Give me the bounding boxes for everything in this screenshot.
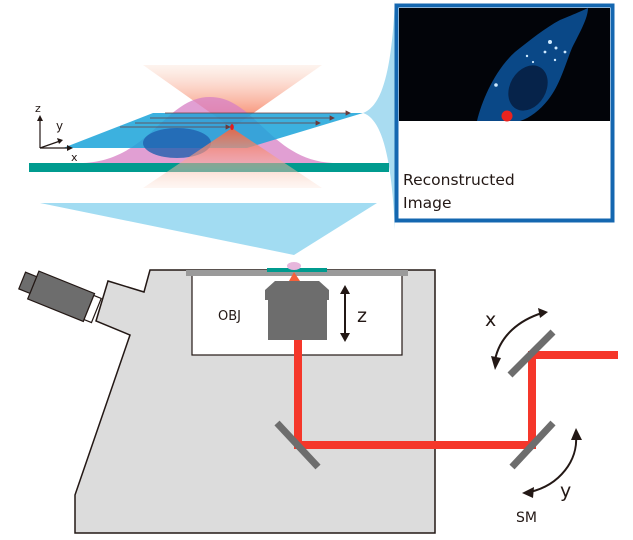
camera-icon xyxy=(18,270,102,324)
rotation-arrowheads xyxy=(491,308,582,498)
focal-volume-schematic xyxy=(29,65,389,255)
reconstructed-image-inset: Reconstructed Image xyxy=(394,3,615,223)
z-label: z xyxy=(357,305,367,327)
z-motion-arrow xyxy=(340,285,350,342)
objective-lens xyxy=(265,281,329,340)
scan-mirror-x xyxy=(507,329,556,378)
focal-spot xyxy=(230,124,234,130)
inset-title-line1: Reconstructed xyxy=(403,171,515,189)
mirrors xyxy=(274,329,556,470)
excitation-cone-bottom xyxy=(143,128,322,188)
axis-label-z: z xyxy=(35,102,41,115)
scan-mirror-y xyxy=(509,420,556,470)
scan-position-marker xyxy=(501,110,513,122)
stage xyxy=(186,270,408,276)
nucleus xyxy=(143,128,211,158)
projection-cone xyxy=(363,0,395,230)
sample xyxy=(287,262,301,270)
lower-projection-fan xyxy=(40,203,377,255)
axes-indicator xyxy=(37,115,73,151)
microscope-body xyxy=(18,262,436,534)
cell-nucleus-image xyxy=(508,65,548,111)
objective-label: OBJ xyxy=(218,309,241,324)
slide xyxy=(267,268,327,272)
objective-beam xyxy=(289,272,300,281)
axis-label-y: y xyxy=(56,119,63,133)
axis-label-x: x xyxy=(71,151,78,164)
cell-image xyxy=(477,8,588,121)
inset-title-line2: Image xyxy=(403,194,452,212)
scan-plane xyxy=(63,113,363,148)
rotation-arrows xyxy=(494,312,578,493)
scanner-y-label: y xyxy=(560,480,571,502)
excitation-cone-top xyxy=(143,65,322,128)
scan-lines xyxy=(120,110,351,130)
scan-mirror-label: SM xyxy=(516,510,537,526)
scanner-x-label: x xyxy=(485,309,496,331)
bright-puncta xyxy=(494,40,567,87)
fixed-mirror xyxy=(274,420,321,470)
